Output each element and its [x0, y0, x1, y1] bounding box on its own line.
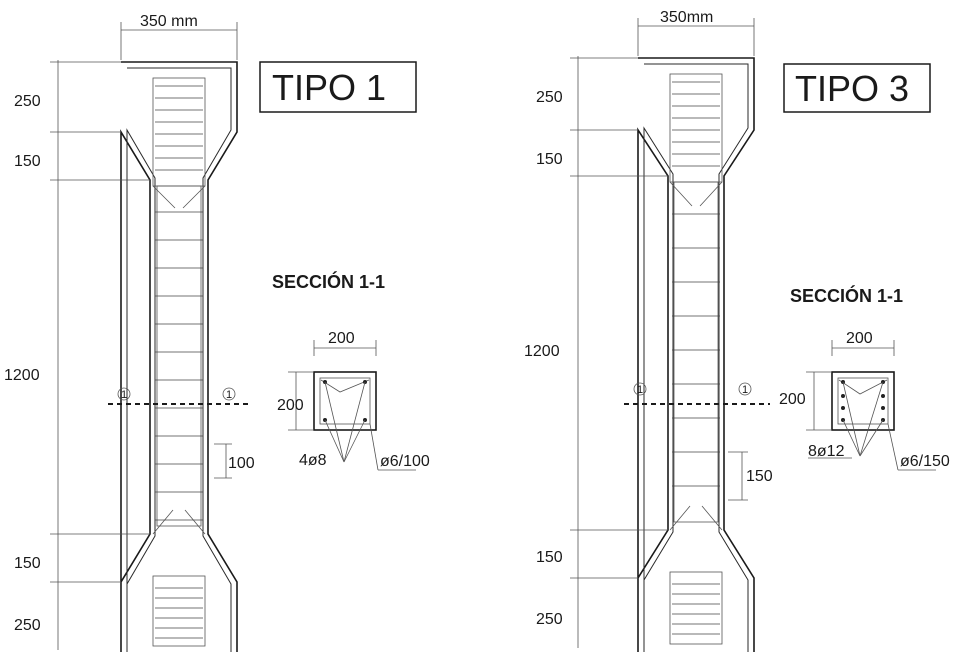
- tipo3-dim-bottom-taper: 150: [536, 549, 563, 566]
- tipo1-section-width: 200: [328, 330, 355, 347]
- tipo3-inner-outline: [643, 63, 749, 652]
- tipo1-stirrups-label: ø6/100: [380, 453, 430, 470]
- tipo1-dim-bottom-taper: 150: [14, 555, 41, 572]
- tipo1-main-bars: 4ø8: [299, 452, 327, 469]
- tipo3-stirrups-label: ø6/150: [900, 453, 950, 470]
- tipo3-dim-shaft: 1200: [524, 343, 560, 360]
- tipo3-section-width: 200: [846, 330, 873, 347]
- tipo3-title-box: [783, 63, 931, 113]
- tipo3-stirrup-spacing: 150: [746, 468, 773, 485]
- tipo1-section-detail: 200 200 4ø8 ø6/100: [277, 330, 430, 471]
- tipo1-dim-top-taper: 150: [14, 153, 41, 170]
- tipo3-rebar-bottom: [669, 571, 723, 645]
- tipo3-section-detail: 200 200 8ø12 ø6/150: [779, 330, 950, 471]
- tipo1-specimen: 350 mm 250 150 1200 150 250 1 1 100: [4, 13, 255, 652]
- tipo3-section-height: 200: [779, 391, 806, 408]
- tipo1-title-box: [259, 61, 417, 113]
- tipo1-outline: [120, 61, 238, 652]
- tipo3-section-title: SECCIÓN 1-1: [790, 285, 903, 306]
- tipo3-cut-marker-right: 1: [742, 384, 748, 396]
- tipo1-stirrup-spacing: 100: [228, 455, 255, 472]
- tipo3-stirrups: [672, 81, 720, 635]
- tipo3-rebar-shaft: [673, 181, 719, 523]
- tipo1-inner-outline: [126, 67, 232, 652]
- tipo1-dim-shaft: 1200: [4, 367, 40, 384]
- tipo1-title: TIPO 1: [272, 67, 386, 108]
- tipo1-width-label: 350 mm: [140, 13, 198, 30]
- tipo3-width-label: 350mm: [660, 9, 713, 26]
- tipo3-dim-bottom-head: 250: [536, 611, 563, 628]
- tipo1-section-height: 200: [277, 397, 304, 414]
- tipo1-dim-bottom-head: 250: [14, 617, 41, 634]
- tipo3-dim-top-taper: 150: [536, 151, 563, 168]
- tipo1-dim-top-head: 250: [14, 93, 41, 110]
- tipo1-rebar-bottom: [152, 575, 206, 647]
- tipo3-title: TIPO 3: [795, 68, 909, 109]
- tipo1-stirrups: [155, 85, 203, 639]
- tipo1-rebar-shaft: [156, 185, 202, 527]
- tipo3-dim-top-head: 250: [536, 89, 563, 106]
- tipo3-main-bars: 8ø12: [808, 443, 845, 460]
- tipo1-section-title: SECCIÓN 1-1: [272, 271, 385, 292]
- tipo1-cut-marker-right: 1: [226, 389, 232, 401]
- tipo3-outline: [637, 57, 755, 652]
- tipo3-cut-marker-left: 1: [637, 384, 643, 396]
- tipo1-cut-marker-left: 1: [121, 389, 127, 401]
- tipo3-specimen: 350mm 250 150 1200 150 250 1 1 150: [524, 9, 773, 652]
